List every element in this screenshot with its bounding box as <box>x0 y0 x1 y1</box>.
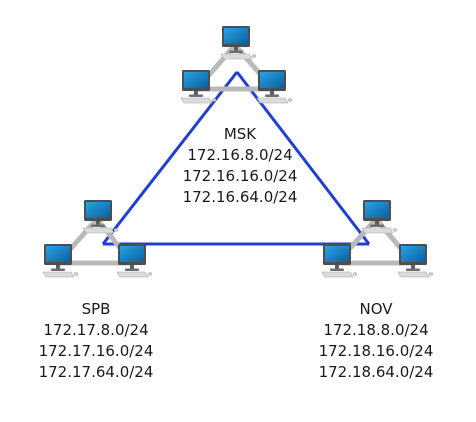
site-spb-cluster <box>42 199 153 278</box>
site-name: SPB <box>81 300 111 318</box>
site-label-nov: NOV 172.18.8.0/24 172.18.16.0/24 172.18.… <box>296 299 456 383</box>
subnet: 172.17.64.0/24 <box>38 363 154 381</box>
site-name: MSK <box>223 125 257 143</box>
desktop-computer-icon <box>220 25 257 60</box>
desktop-computer-icon <box>361 199 398 234</box>
site-label-spb: SPB 172.17.8.0/24 172.17.16.0/24 172.17.… <box>16 299 176 383</box>
subnet: 172.17.16.0/24 <box>38 342 154 360</box>
subnet: 172.16.16.0/24 <box>182 167 298 185</box>
desktop-computer-icon <box>397 243 434 278</box>
desktop-computer-icon <box>256 69 293 104</box>
subnet: 172.17.8.0/24 <box>43 321 149 339</box>
desktop-computer-icon <box>82 199 119 234</box>
site-nov-cluster <box>321 199 434 278</box>
site-name: NOV <box>359 300 393 318</box>
subnet: 172.16.8.0/24 <box>187 146 293 164</box>
site-label-msk: MSK 172.16.8.0/24 172.16.16.0/24 172.16.… <box>160 124 320 208</box>
site-msk-cluster <box>180 25 293 104</box>
subnet: 172.18.16.0/24 <box>318 342 434 360</box>
subnet: 172.18.8.0/24 <box>323 321 429 339</box>
subnet: 172.16.64.0/24 <box>182 188 298 206</box>
subnet: 172.18.64.0/24 <box>318 363 434 381</box>
desktop-computer-icon <box>116 243 153 278</box>
